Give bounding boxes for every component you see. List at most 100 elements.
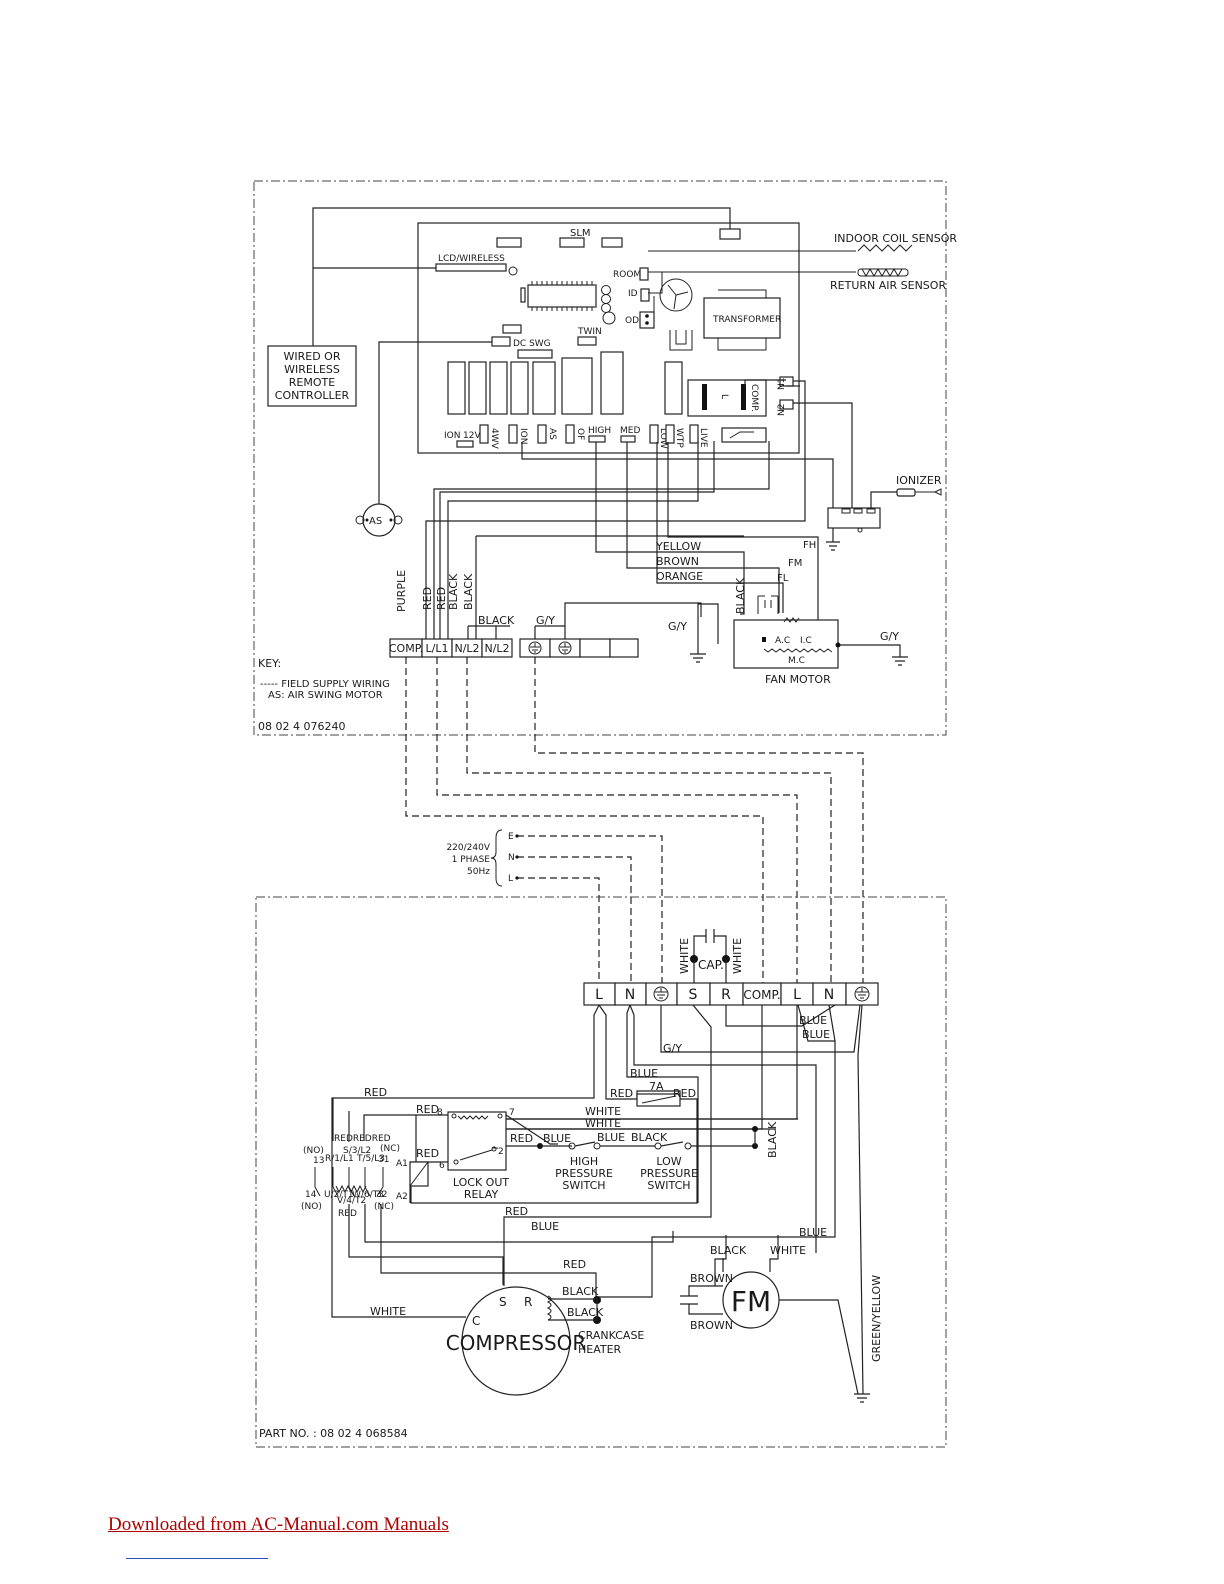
live-connector [689, 424, 699, 444]
indoor-terminal-n-l2-a: N/L2 [454, 642, 479, 655]
indoor-terminal-n-l2-b: N/L2 [484, 642, 509, 655]
pcb-buzzer [602, 311, 616, 325]
indoor-terminal-block: COMP. L/L1 N/L2 N/L2 [389, 638, 513, 658]
fm-label: FM [788, 558, 802, 569]
med-label: MED [620, 426, 640, 436]
indoor-unit-section: SLM LCD/WIRELESS ROOM ID OD TRANSFOR [253, 180, 957, 736]
lockout-relay [447, 1111, 507, 1171]
high-connector [588, 435, 606, 443]
download-source-link[interactable]: Downloaded from AC-Manual.com Manuals [108, 1514, 449, 1535]
contactor-r5: T/5/L3 [356, 1154, 385, 1164]
contactor-r3: S/3/L2 [343, 1146, 371, 1156]
supply-n: N [508, 853, 515, 863]
supply-voltage: 220/240V [446, 843, 490, 853]
relay-pin-6: 6 [439, 1161, 445, 1171]
outdoor-terminal-comp: COMP. [743, 988, 780, 1002]
compressor-label: COMPRESSOR [446, 1331, 587, 1355]
outdoor-terminal-l2: L [793, 987, 801, 1003]
indoor-coil-sensor [857, 244, 913, 252]
wire-purple-route [425, 380, 806, 639]
black-compressor-label-1: BLACK [562, 1285, 599, 1298]
wire-n2-ionizer [793, 402, 853, 508]
fan-capacitor [757, 596, 779, 614]
12v-label: 12V [463, 431, 481, 441]
black-compressor-label-2: BLACK [567, 1306, 604, 1319]
pcb-relay [510, 361, 529, 415]
4wv-label: 4WV [489, 428, 499, 450]
contactor-nc-bot: (NC) [374, 1202, 394, 1212]
pcb-relay [664, 361, 683, 415]
supply-frequency: 50Hz [467, 867, 490, 877]
of-label: OF [575, 428, 585, 440]
compressor-c: C [472, 1314, 480, 1328]
pcb-led [508, 266, 518, 276]
hp-switch-line-1: HIGH [570, 1155, 598, 1168]
blue-label-1: BLUE [799, 1014, 827, 1027]
outdoor-terminal-n: N [625, 987, 635, 1003]
compressor-r: R [524, 1295, 532, 1309]
lcd-wireless-connector [435, 263, 507, 272]
indoor-fan-motor [733, 619, 839, 669]
indoor-coil-sensor-label: INDOOR COIL SENSOR [834, 232, 957, 245]
outdoor-unit-border [255, 896, 947, 1448]
4wv-connector [479, 424, 489, 444]
coil-a2: A2 [396, 1192, 408, 1202]
black-fm-label: BLACK [710, 1244, 747, 1257]
gy-outdoor-label: G/Y [663, 1042, 682, 1055]
contactor-reds-label: REDREDRED [334, 1134, 391, 1144]
relay-pin-7: 7 [509, 1108, 515, 1118]
wire-red-1 [433, 441, 770, 639]
blue-label-2: BLUE [802, 1028, 830, 1041]
contactor-31: 31 [378, 1155, 389, 1165]
crankcase-line-1: CRANKCASE [578, 1329, 644, 1342]
red-label-1: RED [421, 587, 434, 610]
compressor [461, 1286, 571, 1396]
gy-label-1: G/Y [536, 614, 555, 627]
mc-label: M.C [788, 656, 805, 666]
high-label: HIGH [588, 426, 611, 436]
outdoor-unit-section: CAP. WHITE WHITE L N S R COMP. L N [255, 896, 947, 1448]
key-line-2: AS: AIR SWING MOTOR [268, 690, 383, 701]
red-low-label: RED [563, 1258, 586, 1271]
contactor-r1: R/1/L1 [325, 1154, 354, 1164]
n2-terminal [779, 399, 794, 410]
orange-label: ORANGE [656, 570, 703, 583]
brown-label-2: BROWN [690, 1319, 733, 1332]
coil-a1: A1 [396, 1159, 408, 1169]
remote-line-2: WIRELESS [284, 363, 340, 376]
contactor-red-label: RED [338, 1209, 357, 1219]
ion-connector [508, 424, 518, 444]
fan-motor-fm: FM [731, 1285, 771, 1318]
indoor-part-no: 08 02 4 076240 [258, 720, 345, 733]
contactor-14: 14 [305, 1190, 317, 1200]
pcb-connector [559, 237, 585, 248]
air-swing-motor [362, 503, 396, 537]
blue-mid-label: BLUE [531, 1220, 559, 1233]
n2-label: N2 [777, 404, 787, 416]
black-fan-label: BLACK [734, 577, 747, 614]
compressor-relay-block [687, 379, 767, 417]
comp-relay-label: COMP. [749, 384, 759, 412]
red-top-label: RED [364, 1086, 387, 1099]
black-label-1: BLACK [447, 573, 460, 610]
med-connector [620, 435, 636, 443]
footer-rule [126, 1558, 268, 1559]
white-compressor-label: WHITE [370, 1305, 406, 1318]
red-mid-label: RED [505, 1205, 528, 1218]
id-label: ID [628, 289, 638, 299]
as-connector [537, 424, 547, 444]
black-switch-label: BLACK [631, 1131, 668, 1144]
wire-orange [656, 442, 784, 613]
outdoor-terminal-l: L [595, 987, 603, 1003]
wire-brown [626, 442, 780, 613]
crystal [520, 287, 526, 303]
ionizer-label: IONIZER [896, 474, 942, 487]
ic-label: I.C [800, 636, 812, 646]
fuse-label: 7A [649, 1080, 664, 1093]
ion-label: ION [444, 431, 460, 441]
black-vertical-label: BLACK [766, 1121, 779, 1158]
transformer-label: TRANSFORMER [712, 315, 781, 325]
red-relay-label: RED [416, 1147, 439, 1160]
supply-l: L [508, 874, 513, 884]
